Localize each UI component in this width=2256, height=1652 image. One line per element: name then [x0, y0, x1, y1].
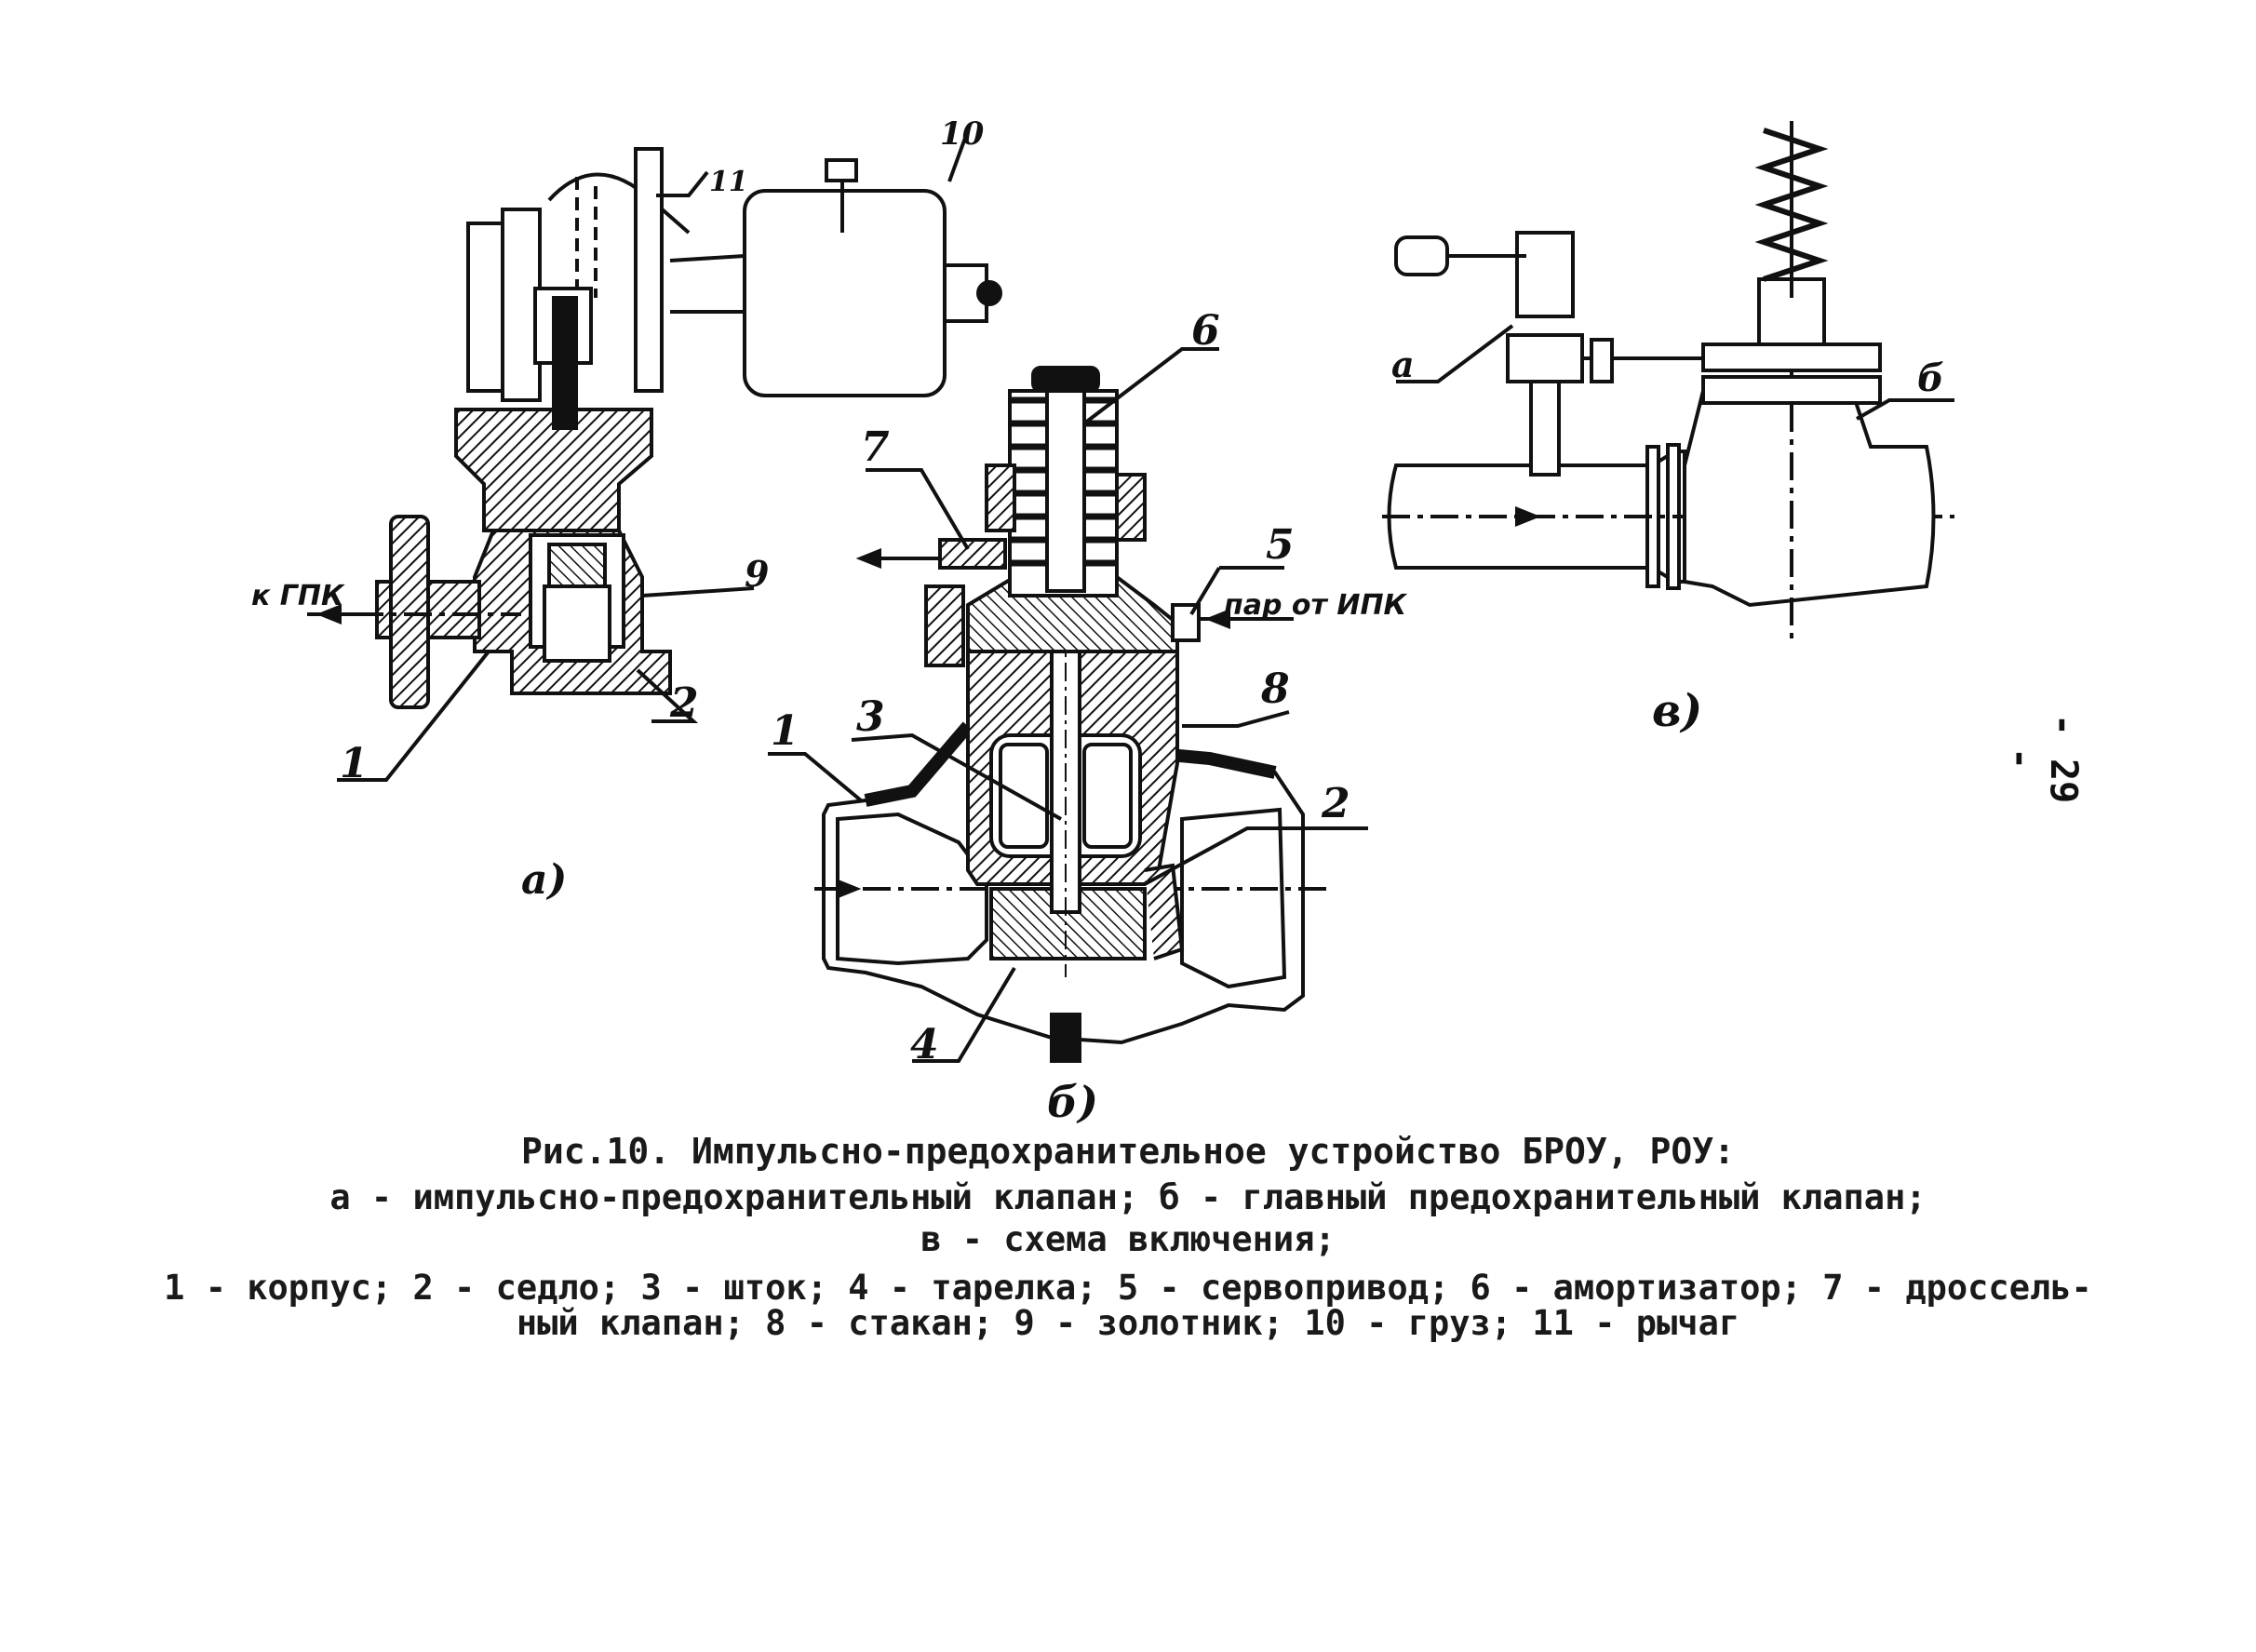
callout-b-4: 4 — [910, 1021, 939, 1068]
view-c-connection-scheme — [1382, 121, 1954, 642]
page-number: - 29 - — [1999, 713, 2085, 804]
callout-b-3: 3 — [856, 693, 885, 741]
callout-a-10: 10 — [940, 115, 985, 153]
callout-c-b: б — [1917, 356, 1944, 400]
callout-b-7: 7 — [861, 423, 890, 471]
callout-b-6: 6 — [1191, 307, 1220, 355]
callout-a-1: 1 — [340, 740, 369, 787]
view-c-label: в) — [1652, 685, 1702, 737]
view-a-label: а) — [521, 856, 567, 904]
callout-c-a: а — [1391, 343, 1415, 385]
view-b-label: б) — [1047, 1077, 1098, 1127]
view-a-flow-note: к ГПК — [251, 580, 345, 612]
figure-legend-line-1: 1 - корпус; 2 - седло; 3 - шток; 4 - тар… — [164, 1268, 2092, 1308]
callout-a-9: 9 — [745, 553, 769, 595]
figure-caption-title: Рис.10. Импульсно-предохранительное устр… — [520, 1131, 1736, 1172]
callout-a-2: 2 — [669, 679, 699, 727]
figure-caption-sub-c: в - схема включения; — [920, 1219, 1336, 1259]
callout-b-2: 2 — [1321, 780, 1350, 827]
weight-10 — [743, 189, 947, 397]
view-b-flow-note: пар от ИПК — [1224, 589, 1408, 622]
view-b-main-valve — [768, 347, 1368, 1063]
figure-caption-sub-a: а - импульсно-предохранительный клапан; … — [329, 1177, 1927, 1217]
figure-legend-line-2: ный клапан; 8 - стакан; 9 - золотник; 10… — [516, 1303, 1740, 1343]
callout-b-8: 8 — [1260, 665, 1290, 713]
callout-b-1: 1 — [771, 707, 799, 755]
callout-b-5: 5 — [1266, 521, 1295, 569]
view-a-impulse-valve — [307, 129, 1002, 782]
callout-a-11: 11 — [709, 166, 748, 198]
